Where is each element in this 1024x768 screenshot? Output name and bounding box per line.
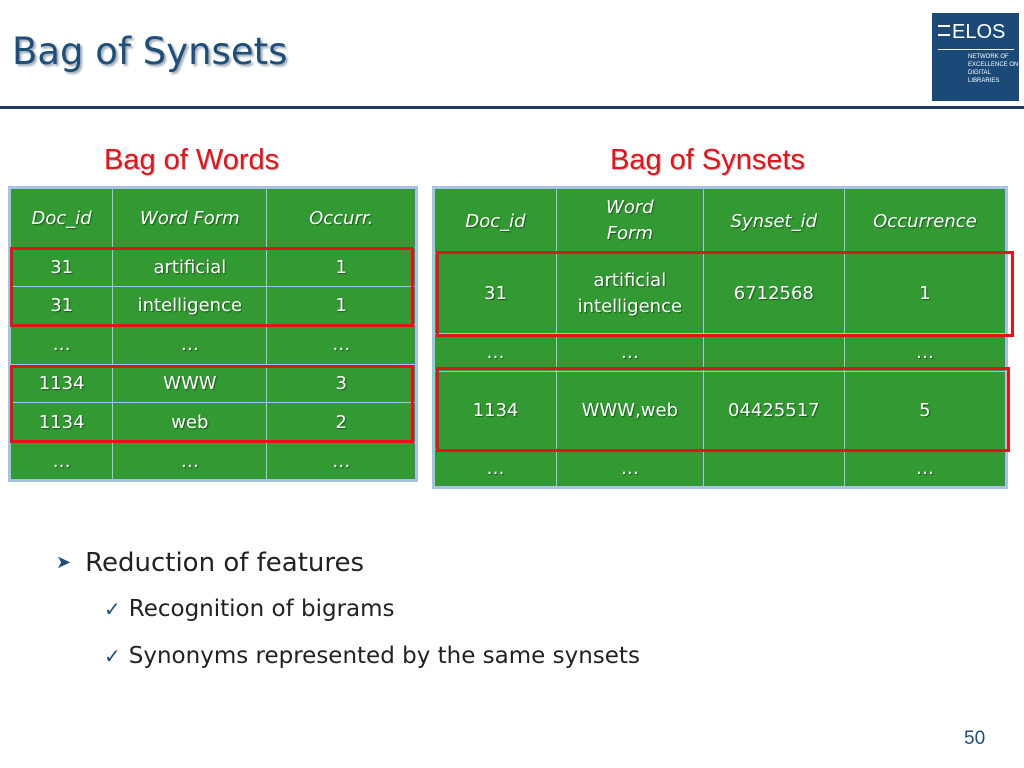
header-cell: Synset_id — [702, 187, 845, 254]
table-row: 31 artificial 1 — [8, 247, 417, 287]
header-cell: Doc_id — [433, 187, 557, 254]
table-row: … … … — [8, 324, 417, 365]
header-cell: Word Form — [555, 187, 704, 254]
header-cell: Occurr. — [266, 187, 417, 248]
table-row: … … … — [8, 442, 417, 481]
bag-of-synsets-heading: Bag of Synsets — [610, 144, 806, 176]
logo-line: DIGITAL — [968, 70, 991, 76]
logo-name: ELOS — [952, 21, 1006, 43]
bag-of-synsets-table: Doc_id Word Form Synset_id Occurrence 31… — [432, 186, 1008, 489]
table-cell: … — [8, 324, 114, 365]
table-cell: 31 — [8, 286, 114, 325]
table-header-row: Doc_id Word Form Synset_id Occurrence — [433, 187, 1008, 254]
table-cell: 04425517 — [702, 371, 845, 450]
table-header-row: Doc_id Word Form Occurr. — [8, 187, 417, 248]
table-cell: web — [112, 402, 268, 443]
logo-subtitle: NETWORK OF EXCELLENCE ON DIGITAL LIBRARI… — [968, 53, 1018, 85]
table-cell: … — [555, 333, 704, 372]
table-cell — [702, 333, 845, 372]
table-cell-text: artificial intelligence — [577, 269, 683, 317]
arrow-bullet-icon: ➤ — [56, 552, 72, 573]
bullet-sub-text: Synonyms represented by the same synsets — [128, 643, 640, 669]
bullet-main-text: Reduction of features — [85, 548, 365, 578]
table-cell: artificial — [112, 247, 268, 287]
bag-of-words-table: Doc_id Word Form Occurr. 31 artificial 1… — [8, 186, 418, 482]
checkmark-icon: ✓ — [104, 597, 121, 621]
table-cell: … — [266, 324, 417, 365]
header-cell: Doc_id — [8, 187, 114, 248]
highlight-box — [436, 251, 1014, 337]
delos-logo: ELOS NETWORK OF EXCELLENCE ON DIGITAL LI… — [932, 13, 1019, 101]
table-cell: … — [843, 449, 1008, 488]
table-row: … … … — [433, 449, 1008, 488]
table-cell — [702, 449, 845, 488]
logo-bar-top — [938, 25, 950, 27]
table-cell: 6712568 — [702, 253, 845, 334]
slide-title: Bag of Synsets — [12, 30, 288, 73]
bullet-sub-text: Recognition of bigrams — [128, 596, 395, 622]
logo-divider — [938, 49, 1014, 50]
table-cell: … — [433, 449, 557, 488]
header-cell: Occurrence — [843, 187, 1008, 254]
table-cell: 31 — [433, 253, 557, 334]
table-row: … … … — [433, 333, 1008, 372]
header-cell: Word Form — [112, 187, 268, 248]
bullet-sub: ✓ Recognition of bigrams — [104, 596, 395, 622]
bag-of-words-heading: Bag of Words — [104, 144, 280, 176]
table-cell: 31 — [8, 247, 114, 287]
bullet-sub: ✓ Synonyms represented by the same synset… — [104, 643, 640, 669]
title-divider — [0, 106, 1024, 109]
table-cell: … — [433, 333, 557, 372]
table-cell: 1 — [266, 247, 417, 287]
table-cell: 1134 — [8, 402, 114, 443]
logo-bar-bottom — [938, 34, 950, 36]
table-cell: … — [8, 442, 114, 481]
highlight-box — [10, 365, 414, 443]
table-cell: … — [266, 442, 417, 481]
table-cell: … — [112, 442, 268, 481]
checkmark-icon: ✓ — [104, 644, 121, 668]
table-cell: … — [112, 324, 268, 365]
table-cell: … — [843, 333, 1008, 372]
table-row: 31 intelligence 1 — [8, 286, 417, 325]
table-row: 31 artificial intelligence 6712568 1 — [433, 253, 1008, 334]
table-cell: WWW,web — [555, 371, 704, 450]
bullet-main: ➤ Reduction of features — [56, 548, 364, 578]
logo-line: NETWORK OF — [968, 54, 1009, 60]
page-number: 50 — [964, 728, 986, 749]
table-cell: … — [555, 449, 704, 488]
highlight-box — [10, 247, 414, 327]
header-cell-text: Word Form — [606, 197, 654, 244]
highlight-box — [436, 367, 1010, 452]
table-cell: 1 — [266, 286, 417, 325]
table-cell: WWW — [112, 364, 268, 403]
logo-line: LIBRARIES — [968, 78, 1000, 84]
logo-line: EXCELLENCE ON — [968, 62, 1019, 68]
